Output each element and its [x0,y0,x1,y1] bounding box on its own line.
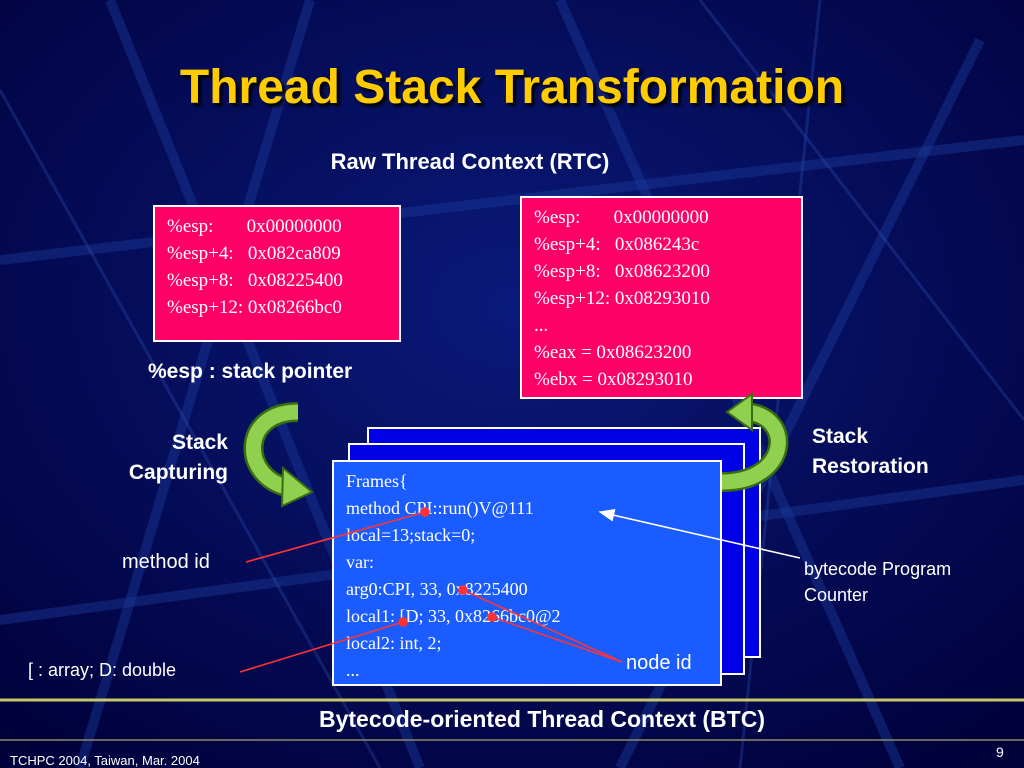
frame-line: Frames{ [346,471,408,491]
register-line: %esp+12: 0x08266bc0 [167,297,342,318]
frame-line: arg0:CPI, 33, 0x8225400 [346,579,528,599]
register-line: %ebx = 0x08293010 [534,369,693,390]
frame-line: method CPI::run()V@111 [346,498,534,518]
label-line: Counter [804,585,869,605]
page-number: 9 [996,744,1004,760]
rtc-register-box-left: %esp: 0x00000000 %esp+4: 0x082ca809 %esp… [153,205,401,342]
register-line: %esp: 0x00000000 [167,216,342,237]
register-line: %esp+4: 0x086243c [534,234,700,255]
label-line: Stack [171,431,228,454]
rtc-heading: Raw Thread Context (RTC) [330,149,610,174]
rtc-register-box-right: %esp: 0x00000000 %esp+4: 0x086243c %esp+… [520,196,803,399]
register-line: %eax = 0x08623200 [534,342,692,363]
label-line: bytecode Program [804,559,952,579]
label-line: Stack [812,425,869,448]
label-line: Capturing [128,461,228,484]
slide-footer: TCHPC 2004, Taiwan, Mar. 2004 [10,753,200,768]
node-id-label: node id [626,652,692,674]
bytecode-pc-label: bytecode Program Counter [804,556,951,608]
btc-heading: Bytecode-oriented Thread Context (BTC) [319,706,765,732]
frame-line: local1: [D; 33, 0x8266bc0@2 [346,606,561,626]
register-line: ... [534,315,549,336]
register-line: %esp+8: 0x08225400 [167,270,343,291]
array-type-note: [ : array; D: double [28,660,177,680]
stack-capturing-label: Stack Capturing [100,428,228,488]
register-line: %esp+8: 0x08623200 [534,261,710,282]
frame-line: local=13;stack=0; [346,525,476,545]
esp-note: %esp : stack pointer [148,360,353,383]
register-line: %esp+12: 0x08293010 [534,288,710,309]
stack-restoration-label: Stack Restoration [812,422,929,482]
label-line: Restoration [812,455,929,478]
register-line: %esp: 0x00000000 [534,207,709,228]
method-id-label: method id [122,551,210,573]
frame-line: var: [346,552,374,572]
register-line: %esp+4: 0x082ca809 [167,243,341,264]
slide-title: Thread Stack Transformation [179,61,845,114]
